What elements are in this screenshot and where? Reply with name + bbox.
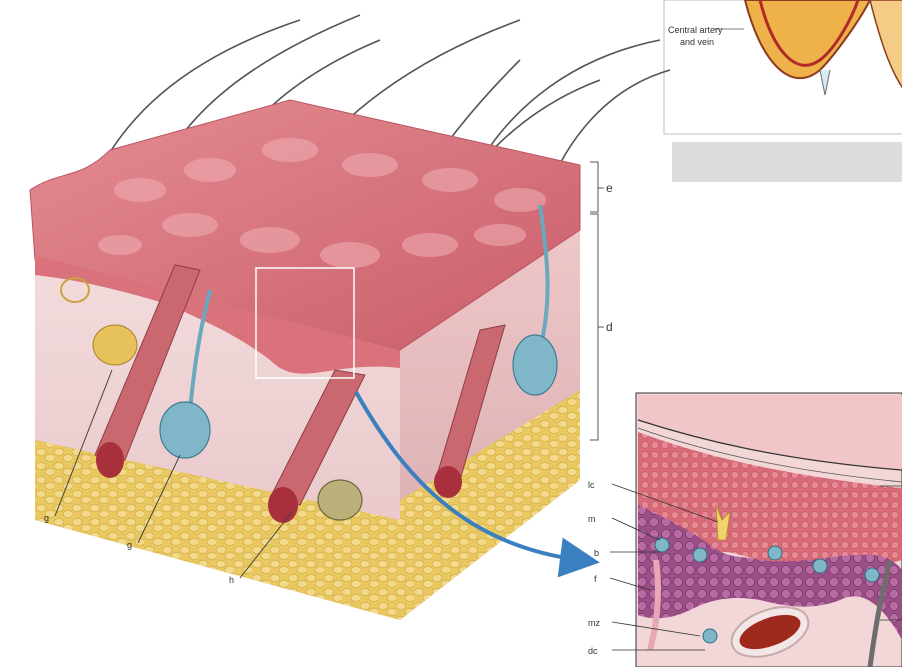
melanocyte	[865, 568, 879, 582]
bracket-dermis	[590, 214, 598, 440]
hair-bulb	[268, 487, 298, 523]
sebaceous-gland	[93, 325, 137, 365]
inset-top-label-line2: and vein	[680, 37, 714, 47]
inset-top-label-line1: Central artery	[668, 25, 723, 35]
surface-cell	[262, 138, 318, 162]
sweat-gland-coil	[160, 402, 210, 458]
surface-cell	[98, 235, 142, 255]
label-b: b	[594, 548, 599, 558]
bracket-epidermis	[590, 162, 598, 212]
inset-bottom: lc m b f mz dc	[588, 393, 902, 667]
melanocyte	[768, 546, 782, 560]
surface-cell	[320, 242, 380, 268]
hair-bulb	[96, 442, 124, 478]
skin-block	[30, 15, 670, 620]
pacinian-corpuscle	[318, 480, 362, 520]
label-lc: lc	[588, 480, 595, 490]
surface-cell	[184, 158, 236, 182]
label-g-mid: g	[127, 540, 132, 550]
surface-cell	[422, 168, 478, 192]
layer-brackets	[590, 162, 604, 440]
surface-cell	[162, 213, 218, 237]
melanocyte	[703, 629, 717, 643]
inset-top: Central artery and vein	[664, 0, 902, 182]
label-m: m	[588, 514, 596, 524]
label-g-left: g	[44, 513, 49, 523]
label-dc: dc	[588, 646, 598, 656]
label-mz: mz	[588, 618, 600, 628]
surface-cell	[342, 153, 398, 177]
surface-cell	[402, 233, 458, 257]
label-d: d	[606, 320, 613, 334]
sweat-gland-coil	[513, 335, 557, 395]
label-e: e	[606, 181, 613, 195]
melanocyte	[813, 559, 827, 573]
melanocyte	[693, 548, 707, 562]
inset-top-shadow	[672, 142, 902, 182]
surface-cell	[474, 224, 526, 246]
surface-cell	[240, 227, 300, 253]
surface-cell	[494, 188, 546, 212]
hair-bulb	[434, 466, 462, 498]
label-h: h	[229, 575, 234, 585]
surface-cell	[114, 178, 166, 202]
melanocyte	[655, 538, 669, 552]
label-f: f	[594, 574, 597, 584]
